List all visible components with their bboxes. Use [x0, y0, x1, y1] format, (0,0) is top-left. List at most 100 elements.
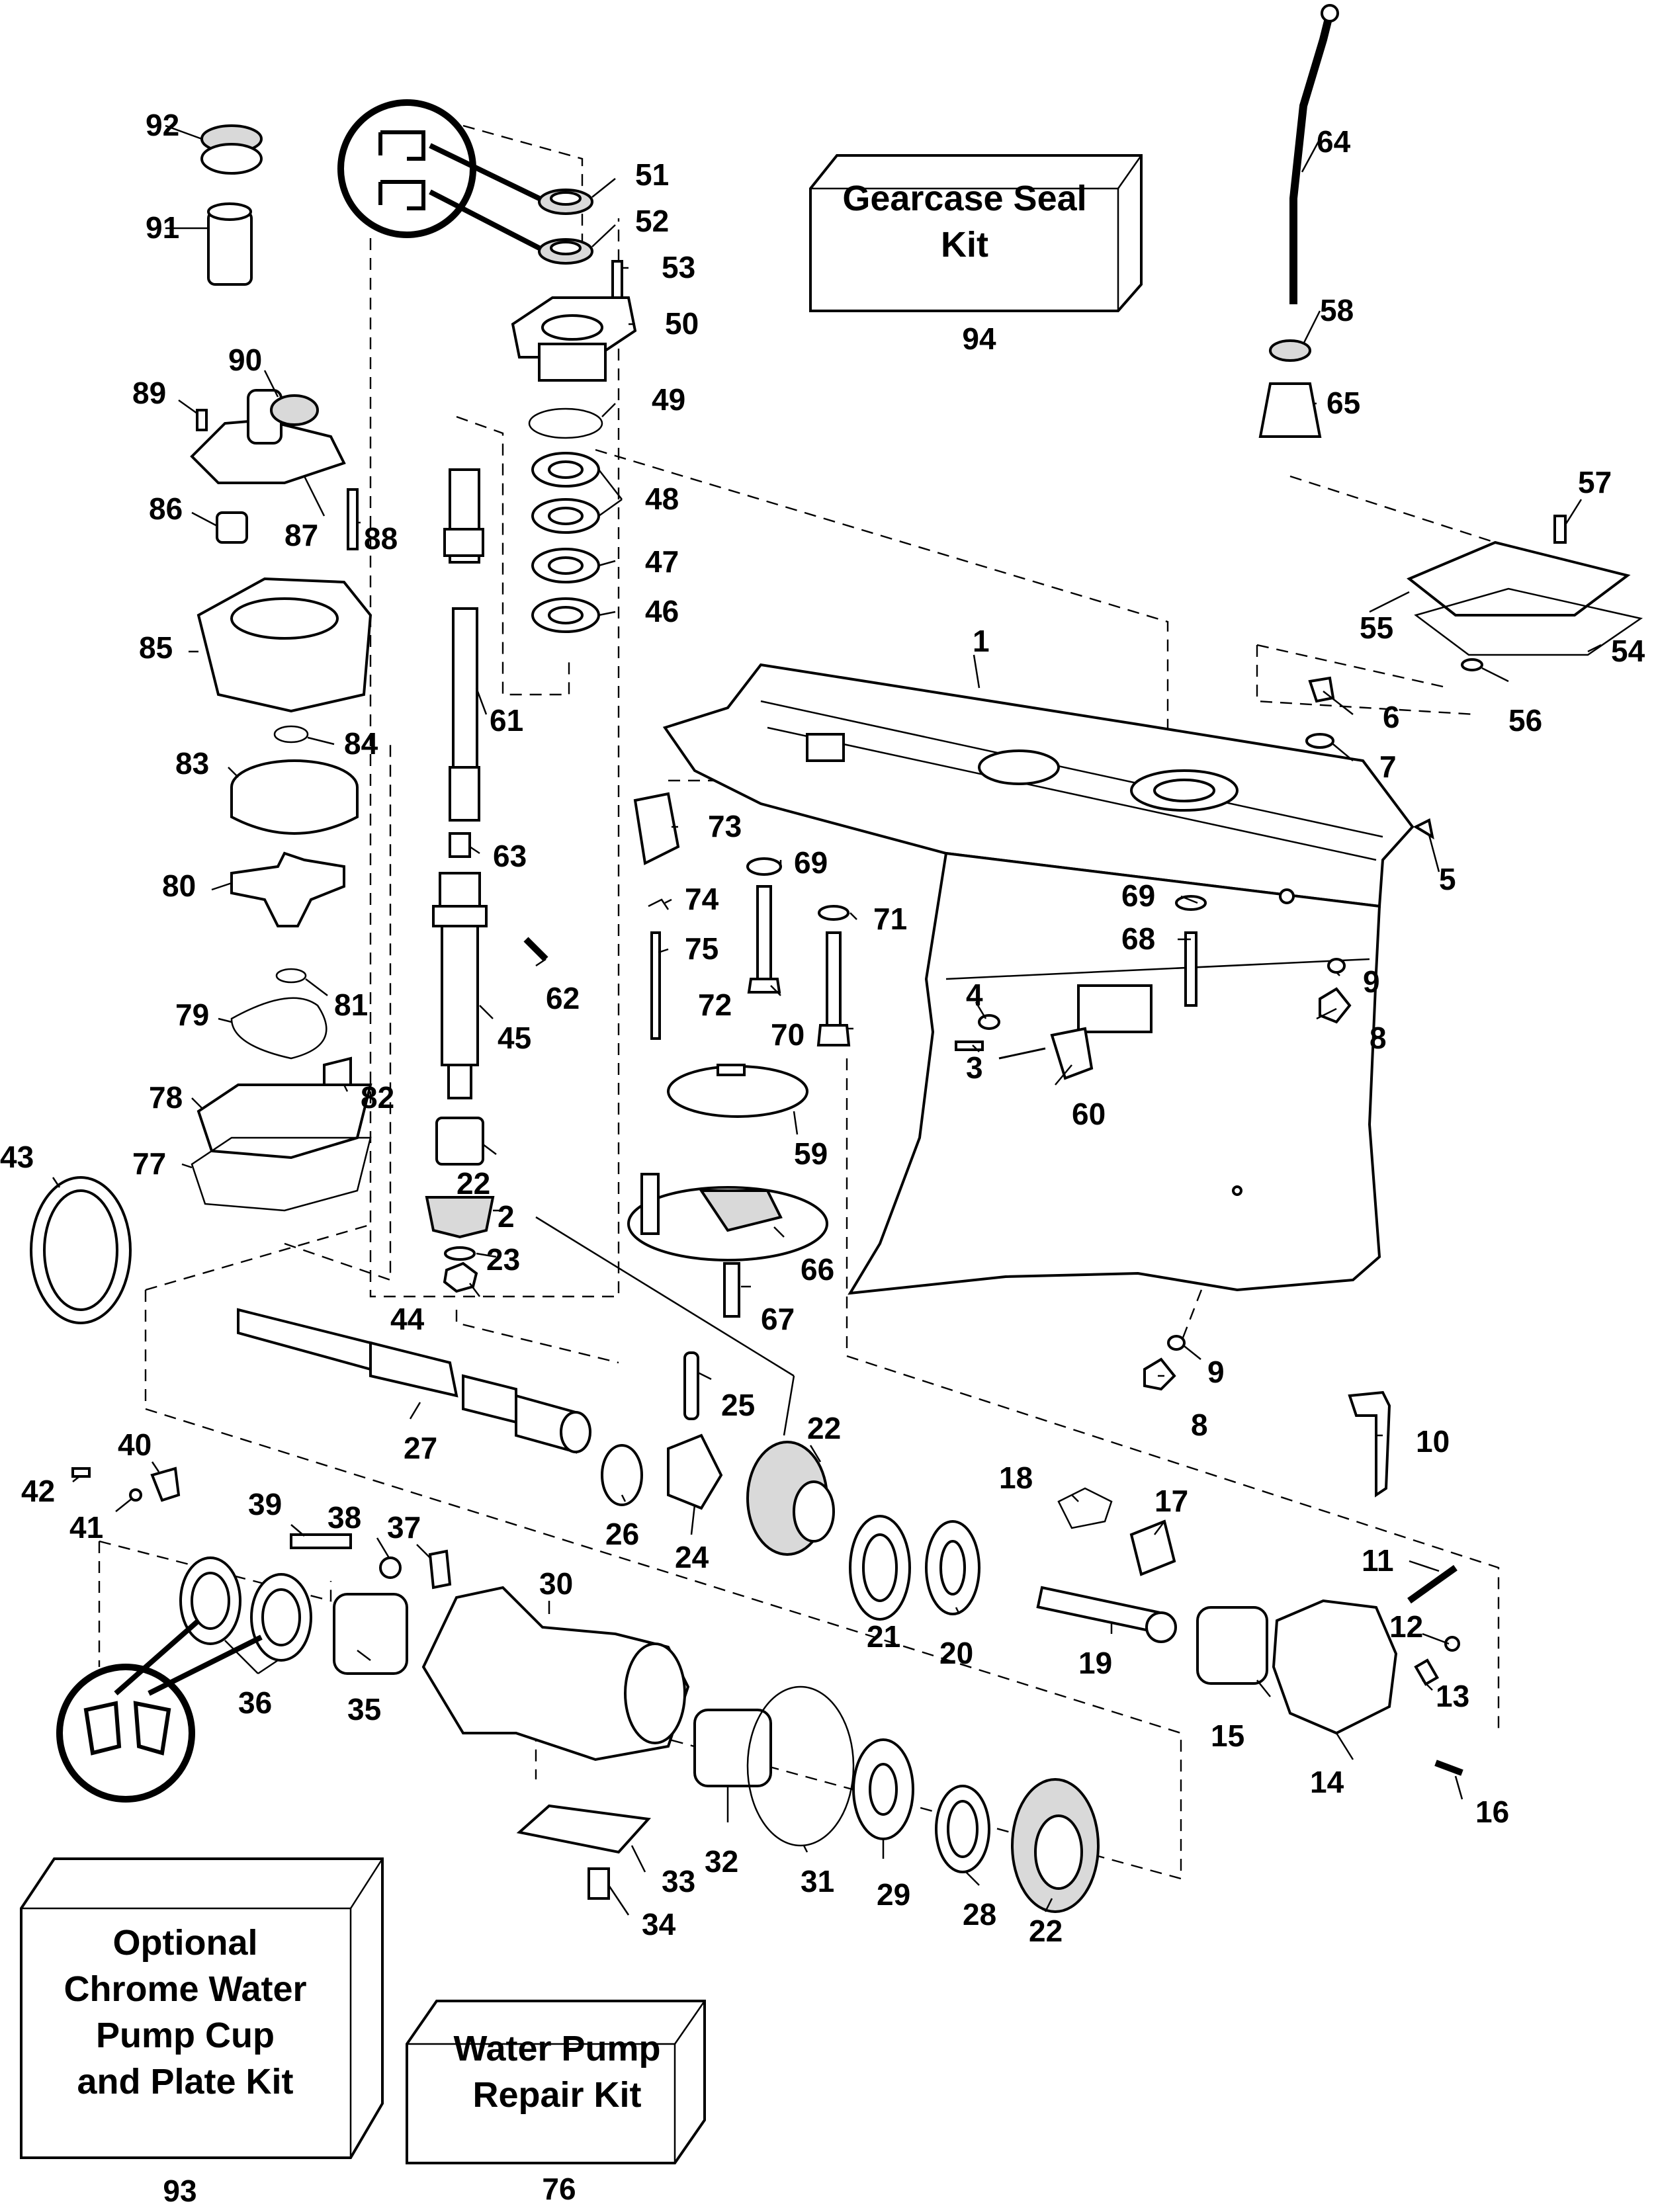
callout-61: 61 — [490, 703, 523, 738]
chrome-kit-line1: Optional — [113, 1923, 258, 1963]
water-pump-kit-line1: Water Pump — [453, 2029, 660, 2068]
callout-22a: 22 — [457, 1166, 490, 1201]
callout-14: 14 — [1310, 1765, 1344, 1799]
callout-64: 64 — [1317, 124, 1351, 159]
callout-11: 11 — [1362, 1543, 1394, 1578]
callout-56: 56 — [1508, 703, 1542, 738]
callout-45: 45 — [498, 1021, 531, 1055]
callout-21: 21 — [867, 1619, 900, 1654]
callout-85: 85 — [139, 630, 173, 665]
driveshaft-stack-parts — [425, 189, 637, 1293]
leader-lines — [52, 124, 1602, 1916]
callout-22b: 22 — [807, 1411, 841, 1445]
callout-37: 37 — [387, 1510, 421, 1545]
callout-80: 80 — [162, 869, 196, 903]
callout-13: 13 — [1436, 1679, 1469, 1713]
gearcase-seal-kit-line1: Gearcase Seal — [842, 179, 1086, 218]
callout-63: 63 — [493, 839, 527, 873]
callout-77: 77 — [132, 1146, 166, 1181]
seal-detail-circle-bottom — [56, 1618, 263, 1803]
callout-34: 34 — [642, 1907, 676, 1941]
callout-19: 19 — [1078, 1646, 1112, 1680]
callout-70: 70 — [771, 1017, 805, 1052]
callout-30: 30 — [539, 1566, 573, 1601]
callout-24: 24 — [675, 1540, 709, 1574]
callout-3: 3 — [966, 1050, 983, 1085]
callout-40: 40 — [118, 1427, 152, 1462]
gearcase-seal-kit-box: Gearcase Seal Kit 94 — [809, 154, 1143, 356]
callout-74: 74 — [685, 882, 719, 916]
callout-5: 5 — [1439, 862, 1456, 896]
callout-65: 65 — [1327, 386, 1360, 420]
callout-53: 53 — [662, 250, 695, 284]
callout-49: 49 — [652, 382, 685, 417]
water-pump-kit-line2: Repair Kit — [472, 2075, 641, 2115]
callout-9b: 9 — [1207, 1355, 1225, 1389]
callout-35: 35 — [347, 1692, 381, 1726]
callout-62: 62 — [546, 981, 580, 1015]
callout-18: 18 — [999, 1461, 1033, 1495]
callout-43: 43 — [0, 1140, 34, 1174]
callout-10: 10 — [1416, 1424, 1450, 1459]
callout-29: 29 — [877, 1877, 910, 1912]
gearcase-seal-kit-line2: Kit — [941, 225, 988, 265]
shift-rod-parts — [1258, 4, 1643, 671]
callout-50: 50 — [665, 306, 699, 341]
callout-7: 7 — [1379, 749, 1397, 784]
callout-1: 1 — [973, 624, 990, 658]
callout-25: 25 — [721, 1388, 755, 1422]
callout-36: 36 — [238, 1685, 272, 1720]
chrome-kit-line4: and Plate Kit — [77, 2062, 293, 2102]
chrome-water-pump-kit-box: Optional Chrome Water Pump Cup and Plate… — [20, 1857, 384, 2208]
callout-51: 51 — [635, 157, 669, 192]
propshaft-parts — [71, 1308, 1463, 1913]
callout-27: 27 — [404, 1431, 437, 1465]
seal-detail-circle-top — [337, 99, 541, 251]
gearcase-housing — [662, 663, 1415, 1295]
callout-69b: 69 — [1121, 878, 1155, 913]
callout-88: 88 — [364, 521, 398, 556]
callout-4: 4 — [966, 978, 983, 1012]
callout-38: 38 — [327, 1500, 361, 1535]
callout-79: 79 — [175, 998, 209, 1032]
callout-2: 2 — [498, 1199, 515, 1234]
callout-23: 23 — [486, 1242, 520, 1277]
chrome-kit-line3: Pump Cup — [96, 2016, 275, 2055]
callout-87: 87 — [284, 518, 318, 552]
callout-20: 20 — [939, 1636, 973, 1670]
callout-42: 42 — [21, 1474, 55, 1508]
callout-71: 71 — [873, 902, 907, 936]
callout-59: 59 — [794, 1136, 828, 1171]
callout-39: 39 — [248, 1487, 282, 1521]
callout-54: 54 — [1611, 634, 1645, 668]
kit-number-94: 94 — [962, 321, 996, 356]
callout-91: 91 — [146, 210, 179, 245]
kit-number-93: 93 — [163, 2174, 196, 2208]
assembly-guide-lines — [98, 124, 1500, 1880]
callout-86: 86 — [149, 491, 183, 526]
callout-26: 26 — [605, 1517, 639, 1551]
callout-81: 81 — [334, 988, 368, 1022]
callout-60: 60 — [1072, 1097, 1106, 1131]
callout-84: 84 — [344, 726, 378, 761]
callout-17: 17 — [1154, 1484, 1188, 1518]
callout-16: 16 — [1475, 1795, 1509, 1829]
callout-90: 90 — [228, 343, 262, 377]
callout-46: 46 — [645, 594, 679, 628]
callout-55: 55 — [1360, 611, 1393, 645]
callout-58: 58 — [1320, 293, 1354, 327]
callout-66: 66 — [801, 1252, 834, 1287]
callout-32: 32 — [705, 1844, 738, 1879]
callout-67: 67 — [761, 1302, 795, 1336]
callout-22c: 22 — [1029, 1914, 1063, 1948]
callout-12: 12 — [1389, 1609, 1423, 1644]
callout-31: 31 — [801, 1864, 834, 1898]
callout-9: 9 — [1363, 964, 1380, 999]
callout-numbers: 1 2 3 4 5 6 7 8 8 9 9 10 11 12 13 14 15 … — [0, 108, 1645, 1948]
water-pump-parts — [30, 124, 372, 1324]
callout-83: 83 — [175, 746, 209, 781]
callout-92: 92 — [146, 108, 179, 142]
callout-78: 78 — [149, 1080, 183, 1115]
callout-57: 57 — [1578, 465, 1612, 499]
